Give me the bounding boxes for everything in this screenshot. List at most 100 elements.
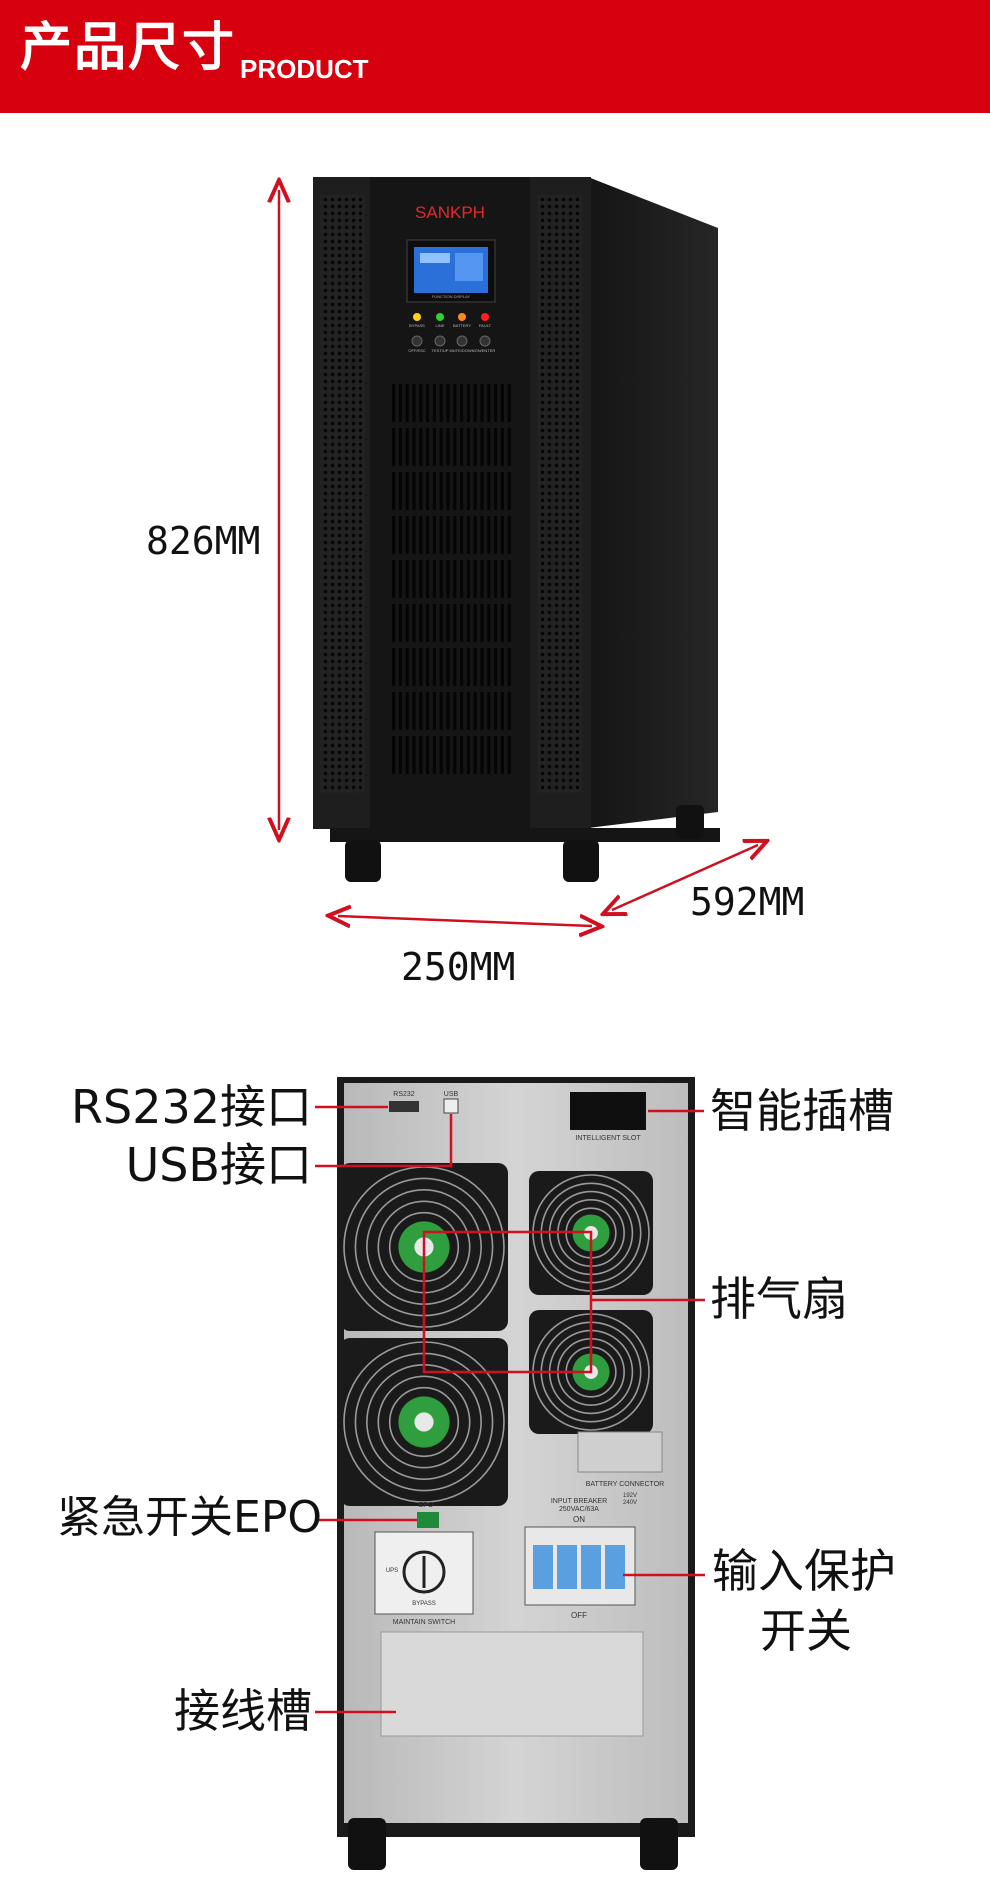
breaker-callout-line2: 开关 <box>760 1604 852 1658</box>
vent-slot <box>419 648 423 686</box>
vent-slot <box>412 516 416 554</box>
vent-slot <box>473 604 477 642</box>
vent-slot <box>473 472 477 510</box>
brand-logo-text: SANKPH <box>415 203 485 222</box>
vent-slot <box>487 604 491 642</box>
vent-slot <box>487 560 491 598</box>
vent-slot <box>453 692 457 730</box>
vent-slot <box>466 560 470 598</box>
button-test-up: TEST/UP <box>432 348 449 353</box>
vent-slot <box>426 384 430 422</box>
vent-slot <box>494 428 498 466</box>
vent-slot <box>426 428 430 466</box>
vent-slot <box>500 648 504 686</box>
vent-slot <box>480 692 484 730</box>
epo-callout: 紧急开关EPO <box>57 1492 322 1543</box>
usb-callout-line <box>315 1114 453 1168</box>
vent-slot <box>426 560 430 598</box>
vent-slot <box>494 692 498 730</box>
vent-slot <box>507 648 511 686</box>
vent-slot <box>480 560 484 598</box>
vent-slot <box>392 384 396 422</box>
vent-slot <box>500 604 504 642</box>
vent-slot <box>500 472 504 510</box>
vent-slot <box>480 428 484 466</box>
vent-slot <box>392 604 396 642</box>
vent-slot <box>439 384 443 422</box>
vent-slot <box>419 472 423 510</box>
vent-slot <box>405 604 409 642</box>
width-dimension-label: 250MM <box>401 945 516 989</box>
vent-slot <box>453 384 457 422</box>
vent-slot <box>507 472 511 510</box>
fan-callout-line <box>422 1230 705 1374</box>
vent-slot <box>432 648 436 686</box>
vent-slot <box>446 516 450 554</box>
vent-slot <box>487 384 491 422</box>
indicator-battery: BATTERY <box>453 323 471 328</box>
vent-slot <box>487 516 491 554</box>
wiring-trough-callout: 接线槽 <box>174 1684 312 1738</box>
vent-slot <box>405 560 409 598</box>
vent-slot <box>453 516 457 554</box>
unit-printed-labels: SANKPH FUNCTION DISPLAY BYPASS LINE BATT… <box>386 203 664 1626</box>
vent-slot <box>460 384 464 422</box>
vent-slot <box>405 692 409 730</box>
vent-slot <box>398 384 402 422</box>
vent-slot <box>494 648 498 686</box>
vent-slot <box>473 736 477 774</box>
vent-slot <box>466 428 470 466</box>
vent-slot <box>473 516 477 554</box>
indicator-line: LINE <box>436 323 445 328</box>
vent-slot <box>426 604 430 642</box>
indicator-bypass: BYPASS <box>409 323 425 328</box>
vent-slot <box>419 560 423 598</box>
vent-slot <box>480 472 484 510</box>
vent-slot <box>507 560 511 598</box>
vent-slot <box>507 692 511 730</box>
depth-dimension-label: 592MM <box>690 880 805 924</box>
depth-dimension-line <box>612 845 758 910</box>
button-mute-down: MUTE/DOWN <box>449 348 474 353</box>
vent-slot <box>412 692 416 730</box>
slot-callout: 智能插槽 <box>710 1084 894 1138</box>
vent-slot <box>405 516 409 554</box>
vent-slot <box>446 692 450 730</box>
vent-slot <box>480 648 484 686</box>
usb-port-label: USB <box>444 1091 459 1098</box>
vent-slot <box>487 736 491 774</box>
vent-slot <box>412 384 416 422</box>
vent-slot <box>473 384 477 422</box>
vent-slot <box>412 472 416 510</box>
vent-slot <box>446 604 450 642</box>
switch-ups-label: UPS <box>386 1568 398 1574</box>
vent-slot <box>453 428 457 466</box>
vent-slot <box>405 648 409 686</box>
vent-slot <box>439 428 443 466</box>
vent-slot <box>432 604 436 642</box>
vent-slot <box>392 472 396 510</box>
vent-slot <box>392 692 396 730</box>
rs232-port-label: RS232 <box>393 1091 415 1098</box>
vent-slot <box>426 692 430 730</box>
vent-slot <box>460 736 464 774</box>
switch-bypass-label: BYPASS <box>412 1601 436 1607</box>
vent-slot <box>439 648 443 686</box>
vent-slot <box>487 472 491 510</box>
button-on-enter: ON/ENTER <box>475 348 496 353</box>
vent-slot <box>480 516 484 554</box>
vent-slot <box>392 560 396 598</box>
battery-connector-label: BATTERY CONNECTOR <box>586 1481 664 1488</box>
vent-slot <box>460 604 464 642</box>
vent-slot <box>446 736 450 774</box>
vent-slot <box>466 516 470 554</box>
vent-slot <box>439 604 443 642</box>
vent-slot <box>473 692 477 730</box>
vent-slot <box>439 736 443 774</box>
vent-slot <box>398 472 402 510</box>
vent-slot <box>419 428 423 466</box>
voltage-240-label: 240V <box>623 1500 637 1506</box>
vent-slot <box>392 736 396 774</box>
vent-slot <box>466 604 470 642</box>
vent-slot <box>398 736 402 774</box>
